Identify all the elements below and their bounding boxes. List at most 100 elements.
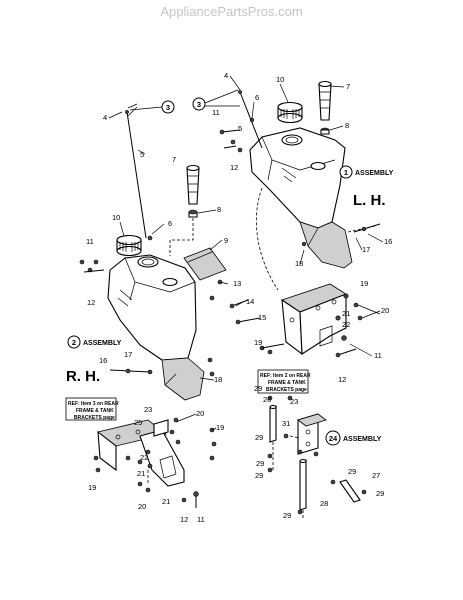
- svg-text:19: 19: [216, 423, 224, 432]
- svg-text:6: 6: [255, 93, 259, 102]
- leader-lines: [108, 75, 384, 431]
- svg-text:7: 7: [172, 155, 176, 164]
- svg-text:19: 19: [254, 338, 262, 347]
- svg-text:BRACKETS page: BRACKETS page: [74, 415, 115, 421]
- svg-text:21: 21: [342, 309, 350, 318]
- svg-text:FRAME & TANK: FRAME & TANK: [76, 408, 114, 414]
- callout-3-left: 3: [127, 100, 175, 117]
- lh-bracket-hardware: [259, 293, 363, 358]
- svg-text:BRACKETS page: BRACKETS page: [266, 387, 307, 393]
- lh-fuel-cap: [277, 101, 303, 124]
- svg-text:2: 2: [72, 338, 76, 347]
- svg-text:19: 19: [88, 483, 96, 492]
- rh-lower-hardware: [93, 417, 217, 508]
- svg-text:17: 17: [124, 350, 132, 359]
- svg-text:24: 24: [329, 434, 338, 443]
- svg-text:29: 29: [348, 467, 356, 476]
- svg-text:17: 17: [362, 245, 370, 254]
- svg-text:4: 4: [224, 71, 228, 80]
- svg-text:8: 8: [217, 205, 221, 214]
- svg-text:10: 10: [112, 213, 120, 222]
- callout-2-assembly: 2 ASSEMBLY: [67, 335, 122, 349]
- svg-text:23: 23: [144, 405, 152, 414]
- svg-text:10: 10: [276, 75, 284, 84]
- svg-text:3: 3: [197, 100, 201, 109]
- svg-text:25: 25: [134, 418, 142, 427]
- plate-9: [183, 247, 227, 281]
- svg-text:16: 16: [99, 356, 107, 365]
- rh-vent-rod: [126, 111, 147, 239]
- callout-1-assembly: 1 ASSEMBLY: [339, 165, 394, 179]
- svg-text:6: 6: [168, 219, 172, 228]
- rh-fuel-cap: [116, 234, 142, 257]
- svg-text:29: 29: [255, 433, 263, 442]
- svg-text:23: 23: [290, 397, 298, 406]
- svg-text:29: 29: [254, 384, 262, 393]
- svg-text:9: 9: [224, 236, 228, 245]
- svg-text:11: 11: [86, 237, 94, 246]
- svg-text:15: 15: [258, 313, 266, 322]
- callout-24-assembly: 24 ASSEMBLY: [325, 430, 382, 446]
- svg-text:21: 21: [162, 497, 170, 506]
- svg-text:29: 29: [283, 511, 291, 520]
- svg-text:5: 5: [238, 124, 242, 133]
- lh-bracket: [281, 283, 347, 356]
- ref-box-right: [257, 369, 309, 394]
- svg-text:5: 5: [140, 150, 144, 159]
- svg-text:8: 8: [345, 121, 349, 130]
- ref-box-left: [65, 397, 117, 421]
- rh-fuel-filter: [186, 164, 200, 218]
- svg-text:REF: Item 3 on REAR: REF: Item 3 on REAR: [68, 401, 119, 407]
- svg-text:18: 18: [295, 259, 303, 268]
- svg-text:26: 26: [263, 395, 271, 404]
- svg-text:31: 31: [282, 419, 290, 428]
- lh-fuel-tank: [249, 127, 353, 269]
- lower-right-rods: [269, 404, 361, 520]
- svg-text:1: 1: [344, 168, 348, 177]
- rh-lower-bracket: [97, 419, 185, 487]
- svg-text:27: 27: [372, 471, 380, 480]
- bracket-24-assembly: [297, 413, 327, 455]
- svg-text:12: 12: [180, 515, 188, 524]
- lh-fuel-filter: [318, 80, 332, 135]
- svg-text:12: 12: [87, 298, 95, 307]
- svg-text:7: 7: [346, 82, 350, 91]
- svg-text:16: 16: [384, 237, 392, 246]
- svg-text:22: 22: [140, 453, 148, 462]
- svg-text:ASSEMBLY: ASSEMBLY: [343, 436, 382, 443]
- svg-text:29: 29: [256, 459, 264, 468]
- svg-text:REF: Item 2 on REAR: REF: Item 2 on REAR: [260, 373, 311, 379]
- svg-text:14: 14: [246, 297, 254, 306]
- svg-text:20: 20: [196, 409, 204, 418]
- svg-text:29: 29: [376, 489, 384, 498]
- svg-text:11: 11: [212, 108, 220, 117]
- label-lh: L. H.: [353, 192, 386, 209]
- svg-text:12: 12: [338, 375, 346, 384]
- watermark: AppliancePartsPros.com: [160, 4, 303, 19]
- svg-text:22: 22: [342, 320, 350, 329]
- svg-text:19: 19: [360, 279, 368, 288]
- svg-text:20: 20: [138, 502, 146, 511]
- svg-text:ASSEMBLY: ASSEMBLY: [83, 340, 122, 347]
- svg-text:ASSEMBLY: ASSEMBLY: [355, 170, 394, 177]
- part-number-labels: 4 4 5 5 6 6 7 7 8 8 9 10 10 11 11 11 11 …: [86, 71, 392, 524]
- rh-fuel-tank: [107, 254, 205, 401]
- svg-text:21: 21: [137, 469, 145, 478]
- svg-text:28: 28: [320, 499, 328, 508]
- svg-text:FRAME & TANK: FRAME & TANK: [268, 380, 306, 386]
- callout-3-right: 3: [192, 89, 240, 111]
- lh-bolts-upper: [219, 129, 243, 153]
- svg-text:3: 3: [166, 103, 170, 112]
- svg-text:13: 13: [233, 279, 241, 288]
- svg-text:11: 11: [197, 515, 205, 524]
- lower-right-pins: [267, 395, 367, 515]
- svg-text:29: 29: [255, 471, 263, 480]
- svg-text:4: 4: [103, 113, 107, 122]
- svg-text:12: 12: [230, 163, 238, 172]
- label-rh: R. H.: [66, 368, 100, 385]
- svg-text:18: 18: [214, 375, 222, 384]
- rh-bolts: [79, 259, 261, 377]
- svg-text:20: 20: [381, 306, 389, 315]
